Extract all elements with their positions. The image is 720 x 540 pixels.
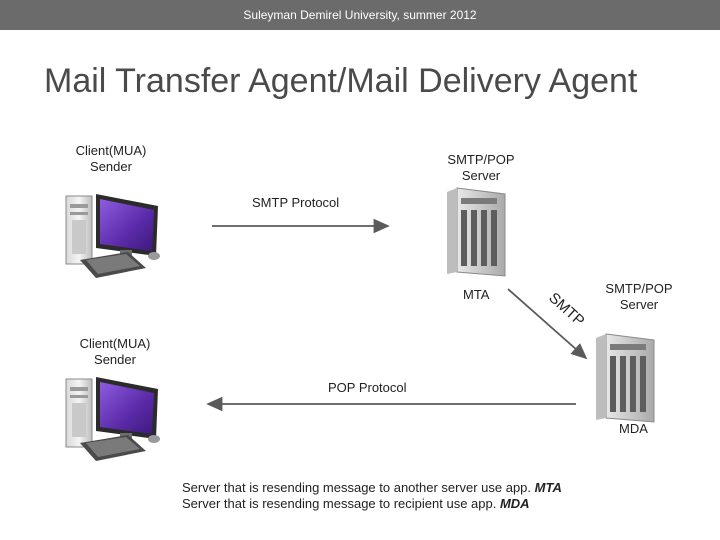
- note-text: Server that is resending message to reci…: [182, 496, 500, 511]
- label-line: SMTP/POP: [447, 152, 515, 167]
- header-bar: Suleyman Demirel University, summer 2012: [0, 0, 720, 30]
- label-line: Server: [461, 168, 501, 183]
- note-mta: Server that is resending message to anot…: [182, 480, 562, 495]
- smtp-diagonal-label: SMTP: [545, 289, 587, 330]
- mda-label: MDA: [619, 421, 648, 436]
- label-line: Client(MUA): [79, 336, 151, 351]
- label-line: Client(MUA): [75, 143, 147, 158]
- label-line: Sender: [94, 352, 136, 367]
- label-line: Server: [619, 297, 659, 312]
- mta-label: MTA: [463, 287, 490, 302]
- slide-title: Mail Transfer Agent/Mail Delivery Agent: [44, 62, 638, 100]
- smtp-pop-server-label-right: SMTP/POP Server: [594, 281, 684, 313]
- pop-protocol-label: POP Protocol: [328, 380, 407, 395]
- note-term: MDA: [499, 496, 530, 511]
- server-icon: [596, 333, 655, 423]
- client-sender-label-top: Client(MUA) Sender: [68, 143, 154, 175]
- computer-icon: [65, 194, 160, 278]
- label-line: Sender: [90, 159, 132, 174]
- smtp-pop-server-label-top: SMTP/POP Server: [436, 152, 526, 184]
- smtp-relay-arrow: [507, 288, 588, 360]
- label-line: SMTP/POP: [605, 281, 673, 296]
- smtp-protocol-label: SMTP Protocol: [252, 195, 340, 210]
- note-term: MTA: [534, 480, 562, 495]
- header-text: Suleyman Demirel University, summer 2012: [243, 8, 477, 22]
- computer-icon: [65, 377, 160, 461]
- note-mda: Server that is resending message to reci…: [182, 496, 530, 511]
- server-icon: [447, 187, 506, 277]
- client-sender-label-bottom: Client(MUA) Sender: [72, 336, 158, 368]
- note-text: Server that is resending message to anot…: [182, 480, 535, 495]
